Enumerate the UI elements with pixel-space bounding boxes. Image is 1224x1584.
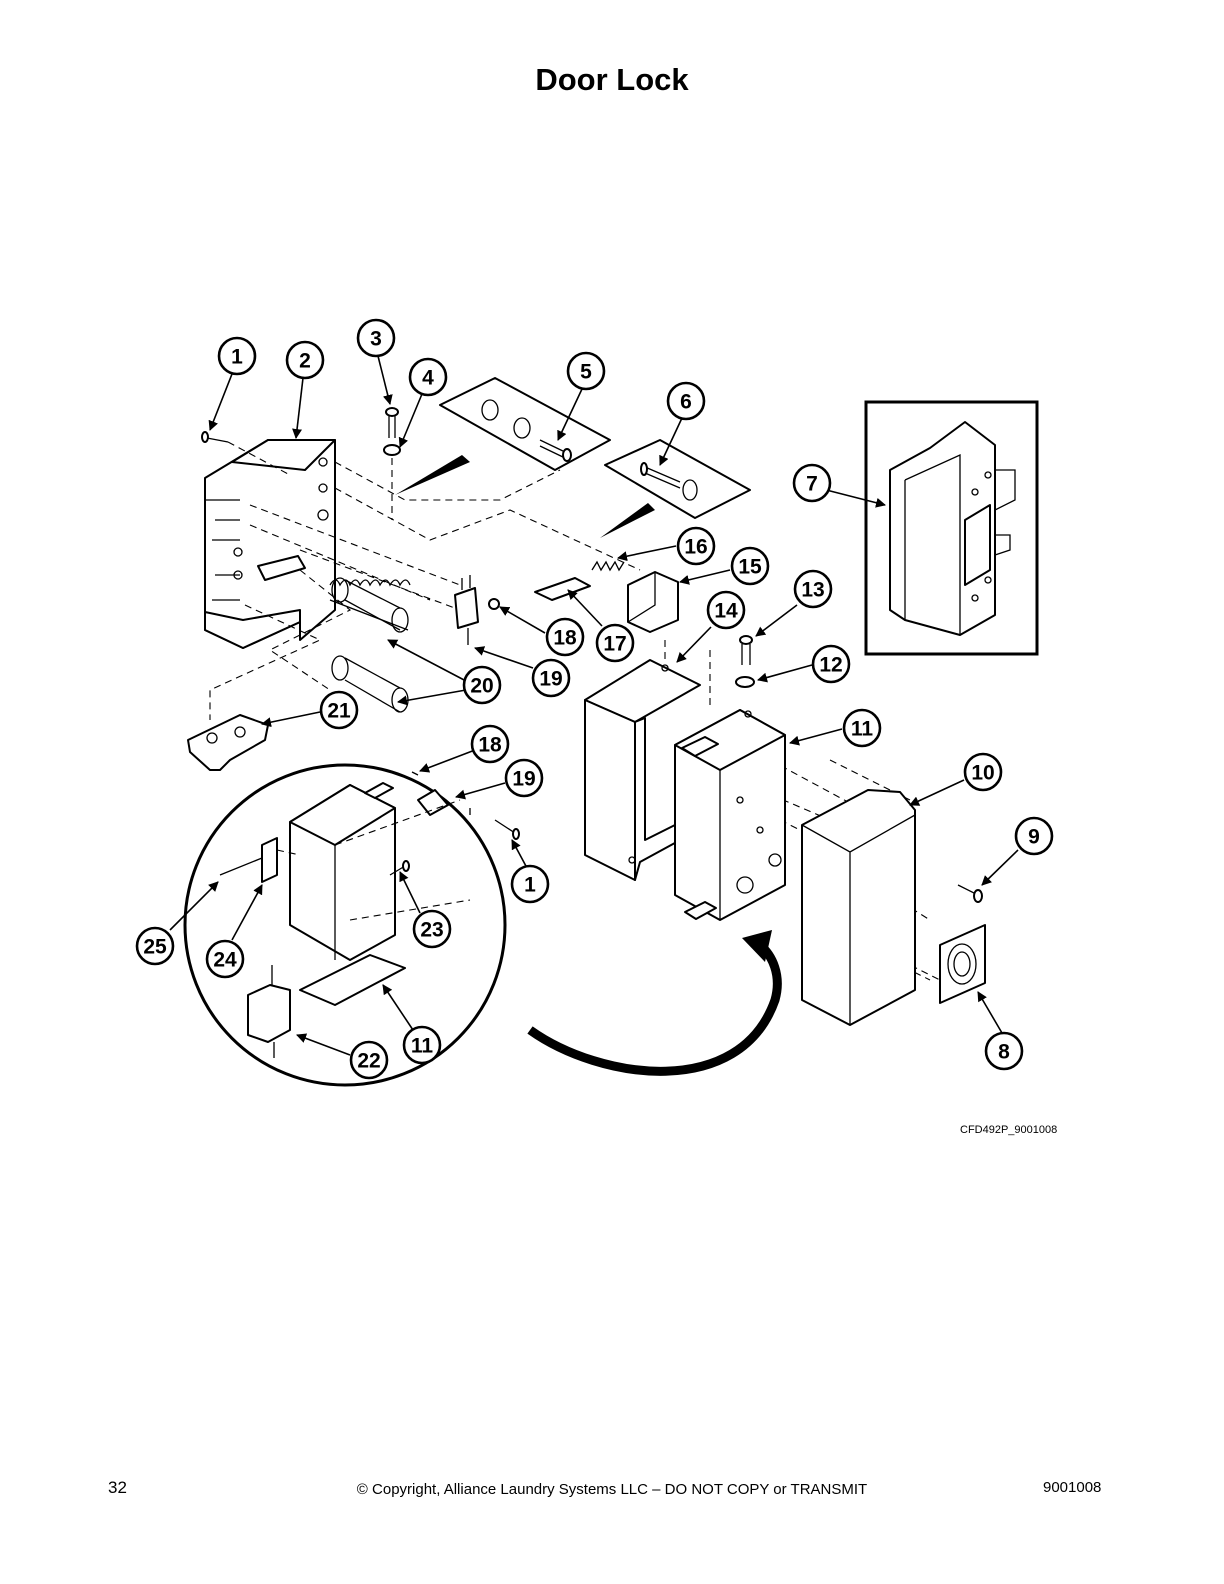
svg-text:10: 10 — [971, 762, 994, 785]
callout-25: 25 — [135, 926, 175, 966]
svg-text:5: 5 — [580, 361, 592, 384]
svg-text:14: 14 — [714, 600, 738, 623]
svg-text:3: 3 — [370, 328, 382, 351]
callout-3: 3 — [356, 318, 396, 358]
callout-19: 19 — [531, 658, 571, 698]
page-number: 32 — [108, 1478, 127, 1497]
drawing-id: CFD492P_9001008 — [960, 1124, 1058, 1136]
callout-8: 8 — [984, 1031, 1024, 1071]
svg-text:19: 19 — [512, 768, 535, 791]
detail-callout-18: 18 — [470, 724, 510, 764]
svg-text:8: 8 — [998, 1041, 1010, 1064]
svg-text:1: 1 — [524, 874, 536, 897]
housing-part-11 — [674, 709, 786, 921]
callout-16: 16 — [676, 526, 716, 566]
detail-callout-19: 19 — [504, 758, 544, 798]
screw-detail-part-6 — [600, 439, 751, 538]
callout-7: 7 — [792, 463, 832, 503]
slider-part-17 — [534, 577, 591, 601]
svg-text:25: 25 — [143, 936, 167, 959]
callout-18: 18 — [545, 617, 585, 657]
svg-text:6: 6 — [680, 391, 692, 414]
callout-4: 4 — [408, 357, 448, 397]
washer-part-4 — [383, 444, 401, 456]
page-title: Door Lock — [535, 62, 689, 97]
cam-part-15 — [627, 571, 679, 633]
callout-10: 10 — [963, 752, 1003, 792]
spring-part-16 — [591, 560, 625, 572]
detail-circle — [183, 763, 520, 1087]
callout-9: 9 — [1014, 816, 1054, 856]
svg-text:7: 7 — [806, 473, 818, 496]
svg-text:11: 11 — [851, 718, 874, 741]
callout-14: 14 — [706, 590, 746, 630]
callout-21: 21 — [319, 690, 359, 730]
switch-part-19 — [454, 575, 479, 645]
callout-1: 1 — [217, 336, 257, 376]
copyright-notice: © Copyright, Alliance Laundry Systems LL… — [356, 1481, 868, 1498]
svg-text:15: 15 — [738, 556, 762, 579]
svg-text:18: 18 — [478, 734, 502, 757]
callout-2: 2 — [285, 340, 325, 380]
detail-callout-11: 11 — [402, 1025, 442, 1065]
callout-15: 15 — [730, 546, 770, 586]
svg-text:16: 16 — [684, 536, 707, 559]
grommet-part-8 — [939, 924, 986, 1004]
svg-text:2: 2 — [299, 350, 311, 373]
svg-text:13: 13 — [801, 579, 824, 602]
cover-part-10 — [801, 789, 916, 1026]
svg-text:18: 18 — [553, 627, 577, 650]
assembled-view-inset — [864, 400, 1039, 656]
svg-text:23: 23 — [420, 919, 443, 942]
document-number: 9001008 — [1043, 1479, 1102, 1496]
svg-text:1: 1 — [231, 346, 243, 369]
svg-text:11: 11 — [411, 1035, 434, 1058]
svg-text:9: 9 — [1028, 826, 1040, 849]
callout-22: 22 — [349, 1040, 389, 1080]
svg-text:22: 22 — [357, 1050, 380, 1073]
svg-text:12: 12 — [819, 654, 842, 677]
screw-part-3 — [385, 407, 399, 438]
detail-callout-1: 1 — [510, 864, 550, 904]
svg-text:19: 19 — [539, 668, 562, 691]
callout-6: 6 — [666, 381, 706, 421]
screw-part-13 — [739, 635, 753, 665]
callout-20: 20 — [462, 665, 502, 705]
svg-text:17: 17 — [603, 633, 626, 656]
svg-text:24: 24 — [213, 949, 237, 972]
callout-17: 17 — [595, 623, 635, 663]
latch-part-21 — [187, 714, 269, 771]
svg-text:20: 20 — [470, 675, 493, 698]
spring-part-20 — [329, 577, 411, 633]
callout-12: 12 — [811, 644, 851, 684]
callout-11: 11 — [842, 708, 882, 748]
lock-bracket — [204, 439, 336, 649]
svg-text:4: 4 — [422, 367, 434, 390]
washer-part-12 — [735, 676, 755, 688]
nut-part-18 — [488, 598, 500, 610]
callout-23: 23 — [412, 909, 452, 949]
callout-5: 5 — [566, 351, 606, 391]
detail-arrow — [527, 930, 782, 1076]
callout-24: 24 — [205, 939, 245, 979]
screw-part-9 — [957, 884, 983, 903]
screw-part-1 — [201, 431, 229, 443]
callout-13: 13 — [793, 569, 833, 609]
svg-text:21: 21 — [327, 700, 351, 723]
screw-detail-part-5 — [395, 377, 611, 495]
